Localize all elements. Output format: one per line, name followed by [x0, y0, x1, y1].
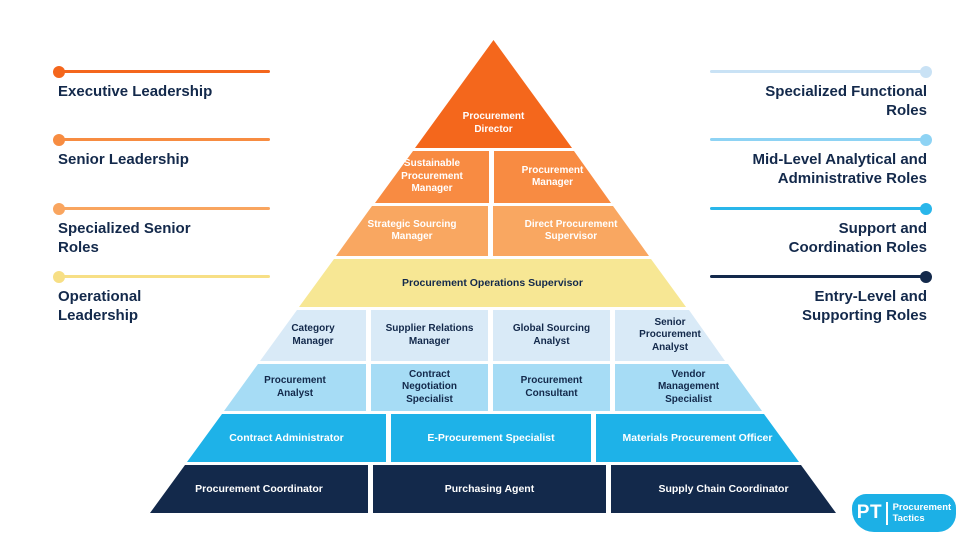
pyramid-level-3: Strategic Sourcing Manager Direct Procur… [336, 206, 649, 256]
cell-sustainable-procurement-manager: Sustainable Procurement Manager [375, 151, 489, 203]
cell-direct-procurement-supervisor: Direct Procurement Supervisor [493, 206, 649, 256]
cell-strategic-sourcing-manager: Strategic Sourcing Manager [336, 206, 488, 256]
legend-label: Support and Coordination Roles [788, 220, 927, 256]
pyramid-level-1: Procurement Director [415, 40, 572, 148]
legend-line-dot [53, 133, 270, 146]
legend-label: Specialized Senior Roles [58, 220, 191, 256]
cell-purchasing-agent: Purchasing Agent [373, 465, 606, 513]
logo-word-procurement: Procurement [892, 501, 952, 513]
cell-e-procurement-specialist: E-Procurement Specialist [391, 414, 591, 462]
cell-category-manager: Category Manager [260, 310, 366, 361]
legend-line-dot [53, 65, 270, 78]
cell-global-sourcing-analyst: Global Sourcing Analyst [493, 310, 610, 361]
cell-procurement-director: Procurement Director [462, 111, 525, 135]
pyramid-level-7: Contract Administrator E-Procurement Spe… [187, 414, 799, 462]
cell-contract-negotiation-specialist: Contract Negotiation Specialist [371, 364, 488, 411]
cell-vendor-management-specialist: Vendor Management Specialist [615, 364, 762, 411]
legend-line-dot [710, 133, 932, 146]
legend-label: Specialized Functional Roles [765, 83, 927, 119]
legend-operational-leadership: Operational Leadership [53, 270, 270, 325]
pyramid-level-5: Category Manager Supplier Relations Mana… [260, 310, 725, 361]
pyramid-level-6: Procurement Analyst Contract Negotiation… [224, 364, 762, 411]
cell-supply-chain-coordinator: Supply Chain Coordinator [611, 465, 836, 513]
legend-executive-leadership: Executive Leadership [53, 65, 270, 101]
legend-specialized-senior-roles: Specialized Senior Roles [53, 202, 270, 257]
legend-label: Executive Leadership [58, 83, 213, 100]
legend-label: Mid-Level Analytical and Administrative … [752, 151, 928, 187]
cell-procurement-consultant: Procurement Consultant [493, 364, 610, 411]
logo-monogram: PT [856, 502, 883, 523]
cell-supplier-relations-manager: Supplier Relations Manager [371, 310, 488, 361]
legend-label: Operational Leadership [58, 288, 142, 324]
legend-specialized-functional-roles: Specialized Functional Roles [710, 65, 932, 120]
legend-line-dot [710, 270, 932, 283]
legend-entry-level-supporting-roles: Entry-Level and Supporting Roles [710, 270, 932, 325]
legend-line-dot [53, 202, 270, 215]
cell-senior-procurement-analyst: Senior Procurement Analyst [615, 310, 725, 361]
legend-line-dot [710, 65, 932, 78]
legend-mid-level-analytical-administrative-roles: Mid-Level Analytical and Administrative … [710, 133, 932, 188]
pyramid-level-2: Sustainable Procurement Manager Procurem… [375, 151, 611, 203]
cell-procurement-coordinator: Procurement Coordinator [150, 465, 368, 513]
legend-support-coordination-roles: Support and Coordination Roles [710, 202, 932, 257]
pyramid-level-4: Procurement Operations Supervisor [299, 259, 686, 307]
cell-procurement-manager: Procurement Manager [494, 151, 611, 203]
cell-materials-procurement-officer: Materials Procurement Officer [596, 414, 799, 462]
cell-procurement-analyst: Procurement Analyst [224, 364, 366, 411]
logo-word-tactics: Tactics [892, 513, 925, 524]
logo-divider [886, 501, 888, 525]
legend-label: Entry-Level and Supporting Roles [802, 288, 927, 324]
legend-senior-leadership: Senior Leadership [53, 133, 270, 169]
cell-contract-administrator: Contract Administrator [187, 414, 386, 462]
legend-line-dot [53, 270, 270, 283]
legend-line-dot [710, 202, 932, 215]
legend-label: Senior Leadership [58, 151, 189, 168]
cell-procurement-operations-supervisor: Procurement Operations Supervisor [299, 259, 686, 307]
pyramid-level-8: Procurement Coordinator Purchasing Agent… [150, 465, 836, 513]
